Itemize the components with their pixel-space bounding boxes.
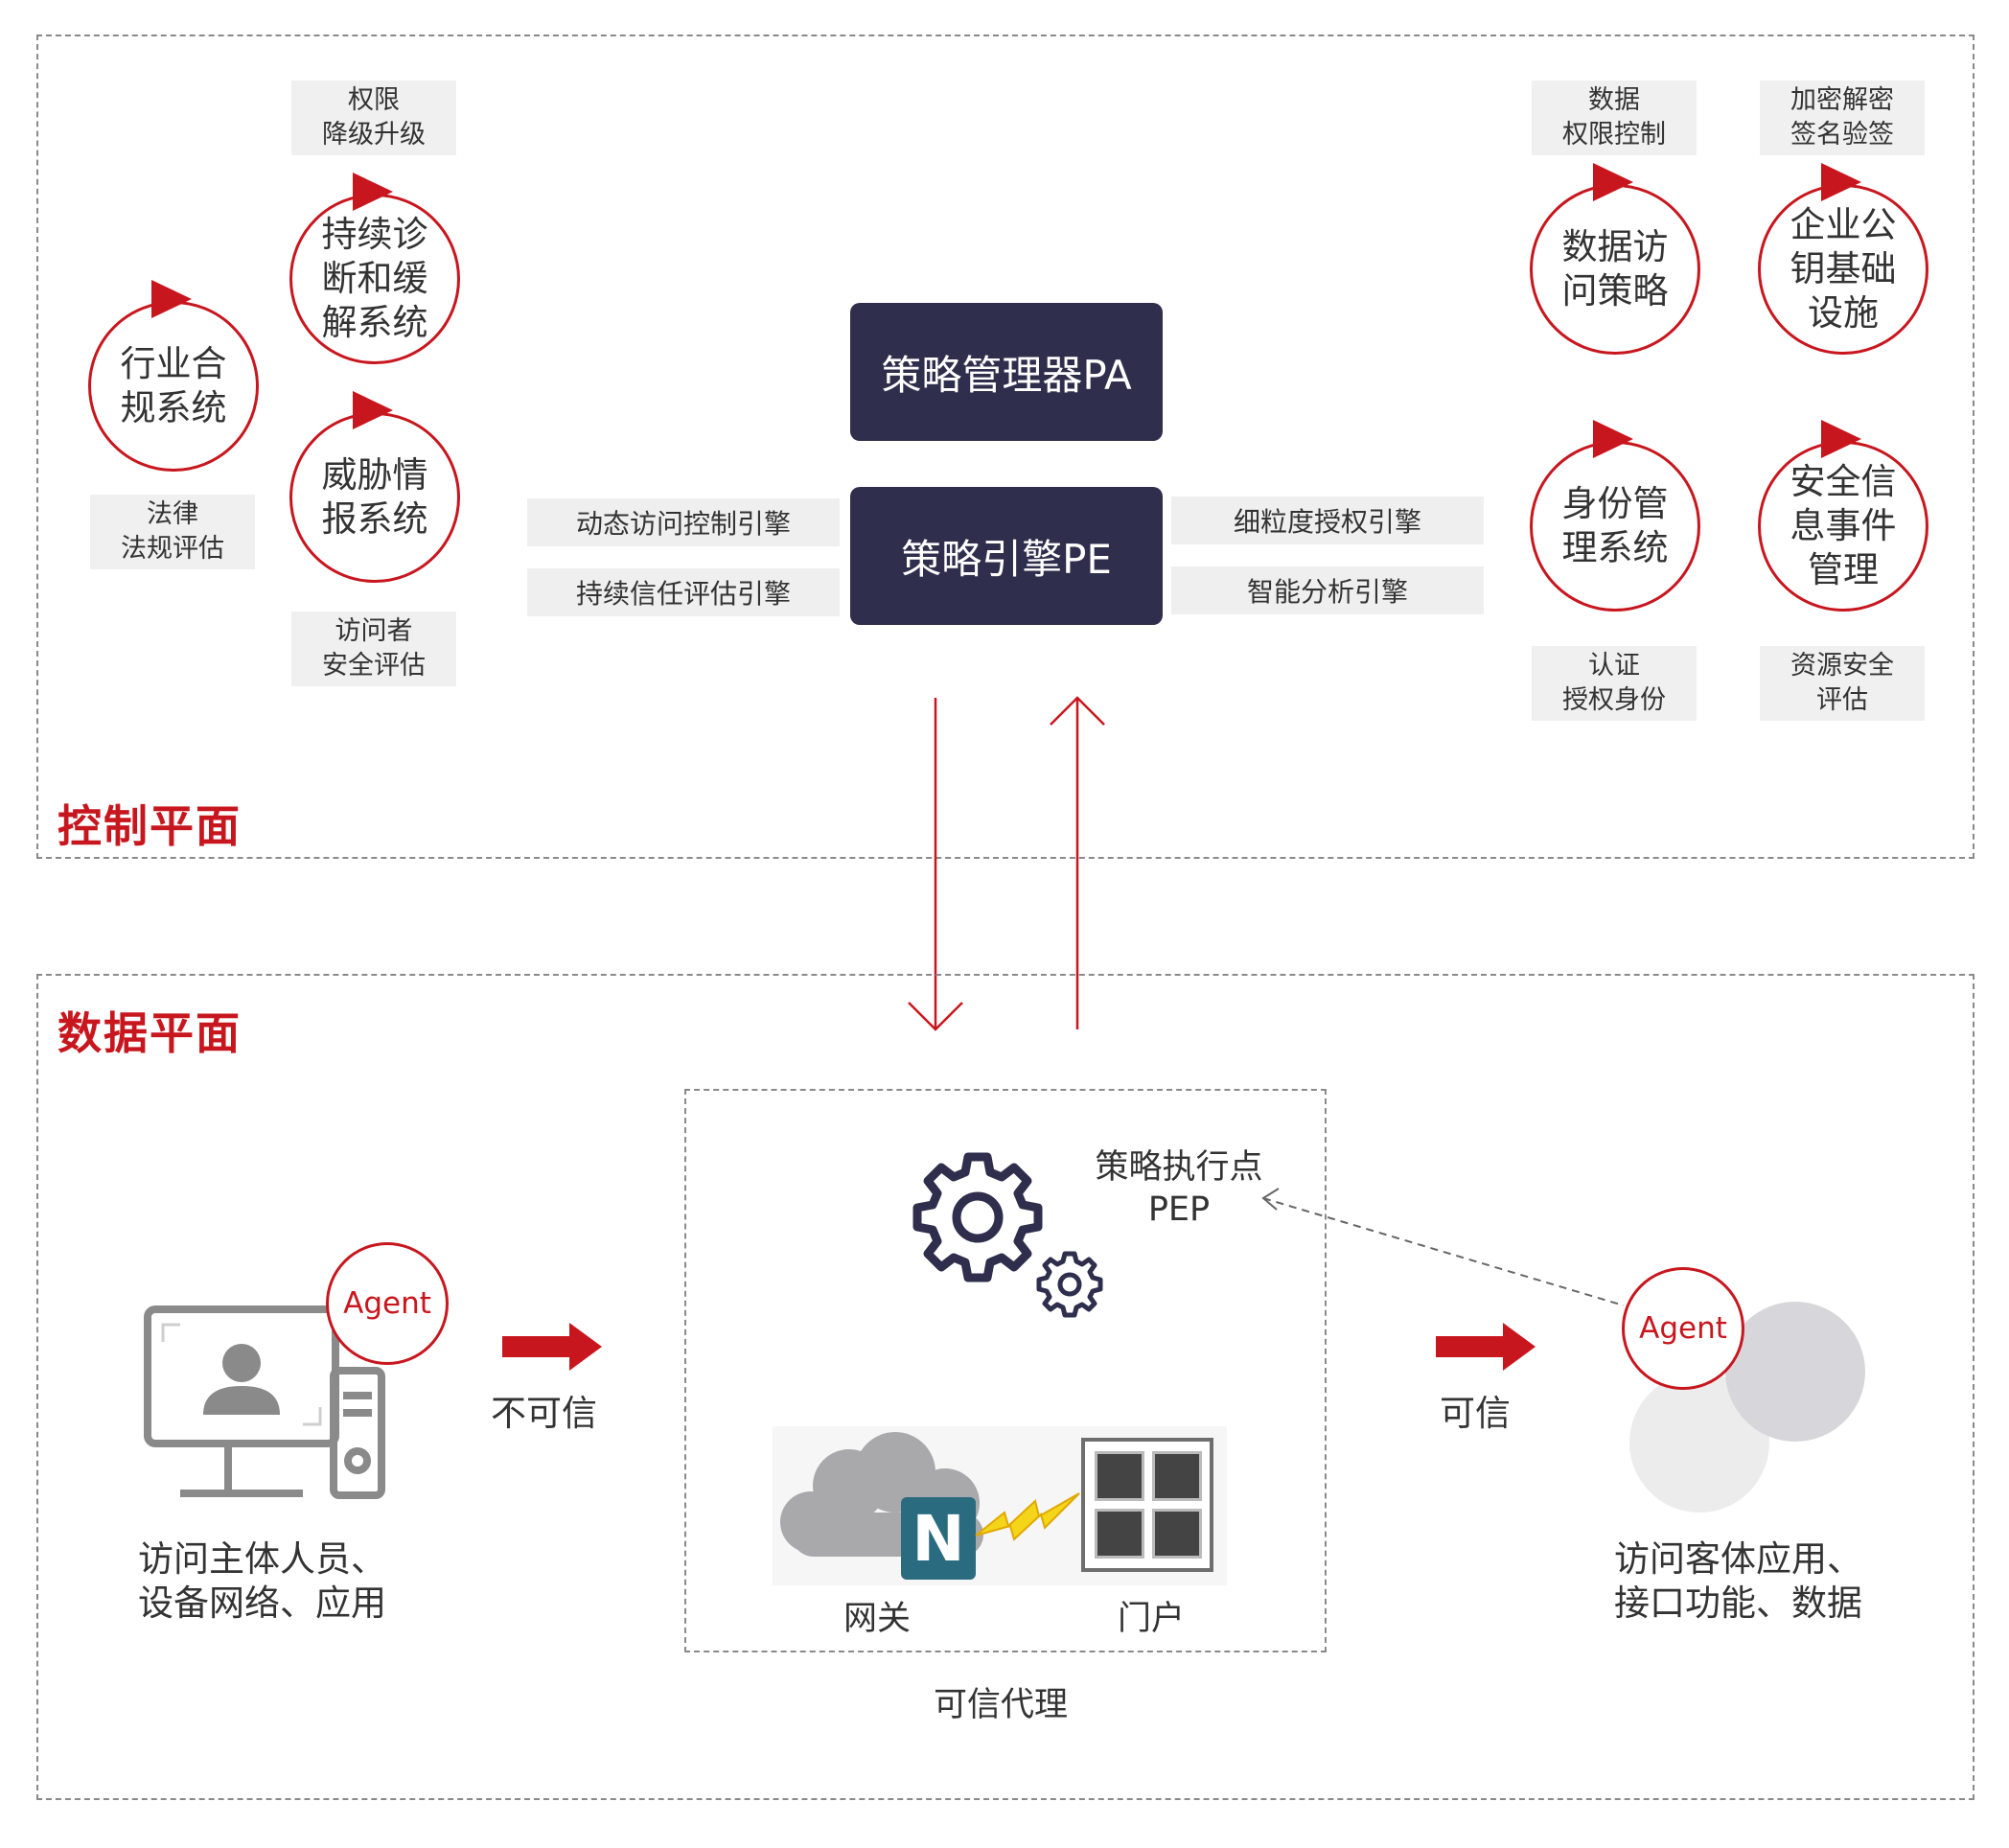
circle-pki-label: 企业公 钥基础 设施 bbox=[1790, 204, 1897, 334]
circle-pki: 企业公 钥基础 设施 bbox=[1758, 163, 1930, 357]
circle-diagnosis-label: 持续诊 断和缓 解系统 bbox=[321, 214, 428, 343]
circle-data-access-policy: 数据访 问策略 bbox=[1530, 163, 1702, 357]
data-plane-title: 数据平面 bbox=[58, 1007, 242, 1059]
trusted-proxy-box bbox=[684, 1089, 1327, 1652]
portal-label: 门户 bbox=[1118, 1600, 1186, 1638]
arrow-marker-icon bbox=[1593, 163, 1633, 201]
tag-visitor: 访问者 安全评估 bbox=[291, 612, 456, 686]
engine-intelligent-analysis: 智能分析引擎 bbox=[1171, 566, 1484, 614]
arrow-marker-icon bbox=[1593, 420, 1633, 458]
arrow-marker-icon bbox=[353, 173, 393, 211]
trusted-label: 可信 bbox=[1440, 1393, 1511, 1434]
circle-siem-label: 安全信 息事件 管理 bbox=[1790, 461, 1897, 590]
pep-label: 策略执行点 PEP bbox=[1095, 1148, 1263, 1229]
policy-engine-box: 策略引擎PE bbox=[850, 487, 1163, 625]
portal-grid-icon bbox=[1081, 1438, 1213, 1572]
arrow-down-head-icon bbox=[908, 1002, 963, 1031]
tag-law: 法律 法规评估 bbox=[90, 495, 255, 569]
agent-badge-subject: Agent bbox=[326, 1242, 449, 1365]
resource-circle-mid bbox=[1725, 1302, 1865, 1442]
untrusted-arrow-icon bbox=[502, 1323, 602, 1371]
access-object-label: 访问客体应用、 接口功能、数据 bbox=[1614, 1538, 1862, 1624]
engine-dynamic-access: 动态访问控制引擎 bbox=[527, 498, 840, 546]
gateway-n-icon: N bbox=[901, 1497, 976, 1580]
circle-industry-label: 行业合 规系统 bbox=[120, 343, 227, 428]
trusted-arrow-icon bbox=[1436, 1323, 1536, 1371]
agent-badge-object: Agent bbox=[1622, 1267, 1744, 1390]
trusted-proxy-label: 可信代理 bbox=[934, 1686, 1069, 1724]
tag-permission: 权限 降级升级 bbox=[291, 81, 456, 155]
arrow-marker-icon bbox=[1821, 420, 1861, 458]
gear-icon bbox=[912, 1152, 1043, 1282]
circle-threat-label: 威胁情 报系统 bbox=[321, 454, 428, 540]
circle-identity-label: 身份管 理系统 bbox=[1561, 483, 1669, 568]
tag-crypto: 加密解密 签名验签 bbox=[1760, 81, 1925, 155]
circle-industry-compliance: 行业合 规系统 bbox=[88, 280, 261, 474]
control-plane-title: 控制平面 bbox=[58, 800, 242, 852]
untrusted-label: 不可信 bbox=[491, 1393, 597, 1434]
access-subject-label: 访问主体人员、 设备网络、应用 bbox=[138, 1538, 386, 1624]
circle-identity: 身份管 理系统 bbox=[1530, 420, 1702, 613]
gateway-portal-graphic: N bbox=[773, 1426, 1227, 1585]
circle-threat-intel: 威胁情 报系统 bbox=[289, 391, 462, 585]
tag-resource: 资源安全 评估 bbox=[1760, 646, 1925, 721]
computer-user-icon bbox=[144, 1305, 385, 1499]
circle-data-access-label: 数据访 问策略 bbox=[1561, 226, 1669, 312]
tag-auth: 认证 授权身份 bbox=[1532, 646, 1697, 721]
arrow-marker-icon bbox=[353, 391, 393, 429]
data-plane-panel bbox=[36, 974, 1974, 1800]
circle-siem: 安全信 息事件 管理 bbox=[1758, 420, 1930, 613]
circle-diagnosis: 持续诊 断和缓 解系统 bbox=[289, 173, 462, 366]
lightning-icon bbox=[975, 1492, 1080, 1541]
tag-data-permission: 数据 权限控制 bbox=[1532, 81, 1697, 155]
gateway-label: 网关 bbox=[843, 1600, 912, 1638]
arrow-marker-icon bbox=[1821, 163, 1861, 201]
engine-fine-grained: 细粒度授权引擎 bbox=[1171, 497, 1484, 544]
control-plane-panel bbox=[36, 35, 1974, 859]
arrow-marker-icon bbox=[151, 280, 192, 318]
small-gear-icon bbox=[1036, 1251, 1103, 1318]
policy-administrator-box: 策略管理器PA bbox=[850, 303, 1163, 441]
gateway-letter: N bbox=[912, 1501, 965, 1576]
engine-trust-eval: 持续信任评估引擎 bbox=[527, 568, 840, 616]
arrow-up-head-icon bbox=[1050, 696, 1105, 726]
